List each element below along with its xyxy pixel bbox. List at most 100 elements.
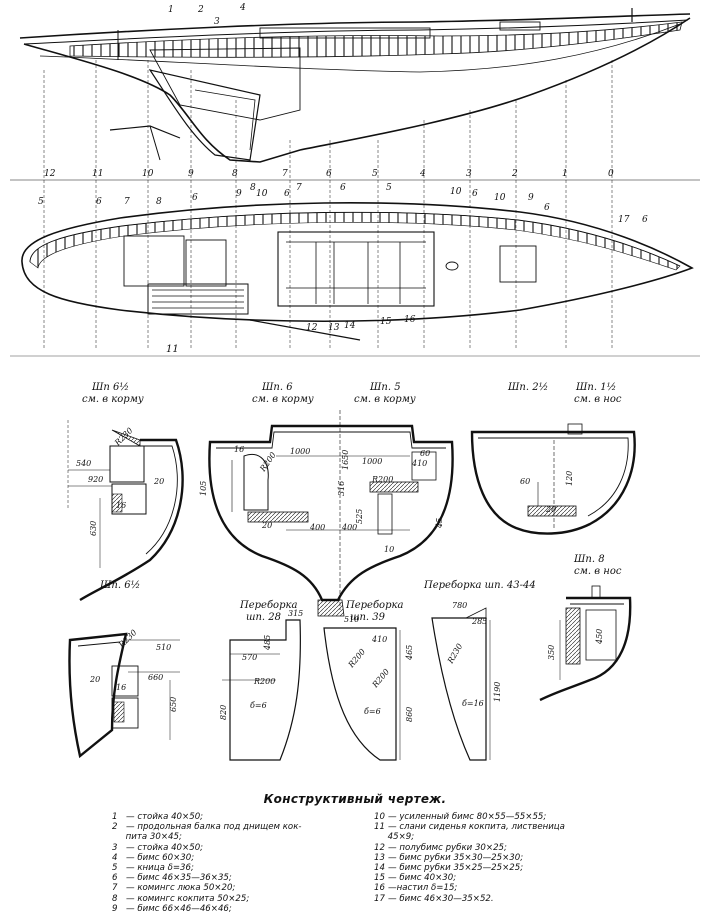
label-3: 3 (214, 17, 220, 27)
plan-label: 9 (528, 193, 534, 203)
legend-number: 15 (374, 873, 385, 884)
legend-item: 7— комингс люка 50×20; (112, 883, 362, 893)
legend-text: — бимс 40×30; (388, 873, 457, 884)
bulkhead-39-dims: 510 410 R200 R200 465 860 б=6 (344, 615, 414, 722)
frame-5: 5 (386, 183, 392, 193)
section-subtitle: см. в корму (252, 394, 314, 405)
section-title: Шп 6½ (91, 382, 129, 393)
legend-right: 10— усиленный бимс 80×55—55×55;11— слани… (374, 812, 614, 904)
legend-number: 9 (112, 903, 118, 914)
legend-left: 1 — стойка 40×50;2— продольная балка под … (112, 812, 362, 914)
legend-item: 16—настил δ=15; (374, 883, 614, 893)
legend-item: 14— бимс рубки 35×25—25×25; (374, 863, 614, 873)
deck-plan-labels: 5 6 7 8 9 10 6 6 10 6 10 9 6 17 6 11 12 … (38, 187, 648, 355)
dim: 650 (169, 697, 178, 712)
label-4: 4 (239, 3, 246, 13)
legend-text: — усиленный бимс 80×55—55×55; (388, 812, 547, 822)
dim: 525 (355, 509, 364, 524)
side-profile (10, 8, 700, 350)
section-title: Шп. 6 (261, 382, 293, 393)
frame-numbers: 12 11 10 9 8 7 6 5 4 3 2 1 0 (44, 169, 614, 193)
dim: 16 (116, 501, 126, 510)
section-frame-6-5-lower-dims: R230 510 660 650 20 16 (89, 628, 178, 712)
label-2: 2 (197, 5, 204, 15)
legend-number: 2 (112, 822, 118, 833)
legend-number: 1 (112, 812, 118, 822)
legend-item: 4— бимс 60×30; (112, 853, 362, 863)
dim: R230 (116, 628, 138, 650)
section-subtitle: см. в корму (354, 394, 416, 405)
label-5: 5 (372, 169, 378, 179)
legend-text: — слани сиденья кокпита, лиственица 45×9… (387, 822, 565, 843)
frame-2: 2 (511, 169, 518, 179)
legend-number: 8 (112, 893, 118, 904)
dim: 1000 (290, 447, 310, 456)
label-7: 7 (282, 169, 288, 179)
dim: 45 (435, 518, 444, 529)
section-title: Шп. 8 (573, 554, 605, 565)
plan-label: 7 (124, 197, 130, 207)
section-frame-8-dims: 350 450 (547, 629, 604, 660)
dim: 510 (156, 643, 171, 652)
section-subtitle: см. в нос (574, 394, 622, 405)
legend-item: 15— бимс 40×30; (374, 873, 614, 883)
dim: 920 (88, 475, 103, 484)
dim: R200 (253, 677, 275, 686)
legend-number: 4 (112, 852, 118, 863)
section-frame-6-5 (208, 410, 454, 617)
legend-text: — бимс 46×35—36×35; (126, 873, 232, 884)
dim: 350 (547, 645, 556, 660)
legend-text: — бимс рубки 35×25—25×25; (388, 863, 524, 874)
deck-plan (10, 202, 700, 357)
frame-3: 3 (466, 169, 472, 179)
dim: 630 (89, 521, 98, 536)
frame-12: 12 (44, 169, 56, 179)
frame-4: 4 (419, 169, 426, 179)
section-subtitle: шп. 28 (246, 612, 281, 623)
legend-number: 13 (374, 852, 385, 863)
bulkhead-43-44-dims: 780 285 R230 1190 б=16 (445, 601, 502, 708)
legend-number: 12 (374, 842, 385, 853)
dim: 820 (219, 705, 228, 720)
legend-text: — полубимс рубки 30×25; (388, 842, 507, 853)
legend-item: 17— бимс 46×30—35×52. (374, 894, 614, 904)
plan-label: 14 (344, 321, 356, 331)
dim: 410 (371, 635, 387, 644)
frame-8: 8 (250, 183, 256, 193)
dim: 20 (153, 477, 164, 486)
section-title: Переборка (345, 600, 403, 611)
bulkhead-39 (323, 627, 401, 761)
legend-number: 11 (374, 822, 385, 833)
dim: 860 (405, 707, 414, 722)
legend-text: — кница δ=36; (126, 863, 194, 874)
legend-item: 2— продольная балка под днищем кок- пита… (112, 822, 362, 842)
frame-1: 1 (562, 169, 568, 179)
section-subtitle: см. в корму (82, 394, 144, 405)
plan-label: 17 (618, 215, 630, 225)
legend-number: 3 (112, 842, 118, 853)
dim: 660 (148, 673, 163, 682)
legend-text: — стойка 40×50; (126, 812, 204, 822)
dim: 540 (76, 459, 91, 468)
legend-text: —настил δ=15; (388, 883, 458, 894)
plan-label: 6 (284, 189, 290, 199)
legend-item: 8 — комингс кокпита 50×25; (112, 894, 362, 904)
frame-0: 0 (608, 169, 614, 179)
label-1: 1 (168, 5, 174, 15)
dim: 465 (405, 645, 414, 661)
drawing-title: Конструктивный чертеж. (263, 792, 447, 806)
legend-text: — комингс кокпита 50×25; (126, 893, 250, 904)
frame-9: 9 (188, 169, 194, 179)
dim: 510 (344, 615, 359, 624)
dim: 410 (411, 459, 427, 468)
plan-label: 5 (38, 197, 44, 207)
dim: б=6 (364, 707, 381, 716)
dim: R200 (370, 667, 391, 690)
dim: 1650 (341, 450, 350, 470)
dim: 120 (565, 471, 574, 486)
section-frame-6-5-dims: 16 R200 1000 1000 1650 60 410 105 316 R2… (199, 445, 444, 554)
legend-text: — стойка 40×50; (126, 842, 204, 853)
dim: 10 (384, 545, 394, 554)
dim: 450 (595, 629, 604, 645)
frame-6: 6 (340, 183, 346, 193)
